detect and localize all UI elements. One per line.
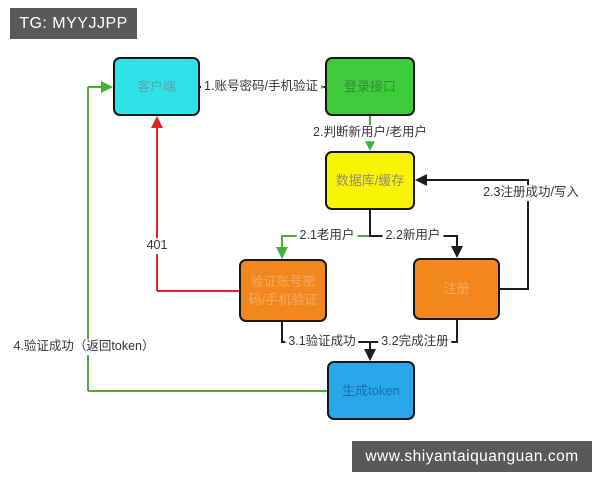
watermark-url: www.shiyantaiquanguan.com <box>365 447 579 465</box>
edge-merge-line-h <box>281 341 458 343</box>
node-token-label: 生成token <box>342 382 400 398</box>
edge-e23-line-stub <box>500 288 528 290</box>
edge-e21-line-v <box>281 236 283 248</box>
edge-label-2-3: 2.3注册成功/写入 <box>480 185 582 201</box>
arrowhead-into-database-icon <box>364 139 376 151</box>
edge-e31-line-v <box>281 322 283 343</box>
arrowhead-into-register-icon <box>451 246 463 258</box>
node-client-label: 客户端 <box>136 78 176 94</box>
node-database-label: 数据库/缓存 <box>335 172 405 188</box>
edge-label-2-2: 2.2新用户 <box>382 228 444 244</box>
edge-label-4: 4.验证成功（返回token） <box>10 339 158 355</box>
arrowhead-token-into-client-icon <box>101 81 113 93</box>
edge-e4-line-bottom <box>88 390 327 392</box>
edge-e4-line-v <box>87 87 89 391</box>
edge-e401-line-h <box>157 290 240 292</box>
edge-e23-line-v <box>527 180 529 290</box>
node-register: 注册 <box>413 258 500 320</box>
node-database: 数据库/缓存 <box>325 151 415 210</box>
watermark-banner: www.shiyantaiquanguan.com <box>352 441 592 472</box>
node-login-api: 登录接口 <box>325 57 415 116</box>
edge-stem-line <box>369 210 371 237</box>
arrowhead-into-token-icon <box>364 349 376 361</box>
node-verify: 验证账号密码/手机验证 <box>239 259 327 322</box>
edge-e401-line-v <box>156 127 158 291</box>
arrowhead-into-database-right-icon <box>415 174 427 186</box>
node-register-label: 注册 <box>443 281 470 297</box>
edge-label-3-2: 3.2完成注册 <box>378 334 452 350</box>
edge-label-2-1: 2.1老用户 <box>296 228 358 244</box>
tag-banner-text: TG: MYYJJPP <box>19 14 128 32</box>
arrowhead-into-verify-icon <box>276 247 288 259</box>
edge-e4-line-top <box>88 86 102 88</box>
node-token: 生成token <box>327 361 415 420</box>
edge-label-1: 1.账号密码/手机验证 <box>201 79 321 95</box>
node-verify-label: 验证账号密码/手机验证 <box>248 273 318 307</box>
edge-e32-line-v <box>456 320 458 343</box>
node-client: 客户端 <box>113 57 200 116</box>
tag-banner: TG: MYYJJPP <box>10 8 137 39</box>
edge-merge-line-v <box>369 343 371 351</box>
edge-e23-line-h <box>427 179 529 181</box>
edge-label-401: 401 <box>143 238 171 254</box>
node-login-label: 登录接口 <box>343 78 396 94</box>
arrowhead-401-into-client-icon <box>151 116 163 128</box>
edge-label-2: 2.判断新用户/老用户 <box>310 125 430 141</box>
edge-label-3-1: 3.1验证成功 <box>285 334 359 350</box>
edge-e22-line-v <box>456 236 458 247</box>
